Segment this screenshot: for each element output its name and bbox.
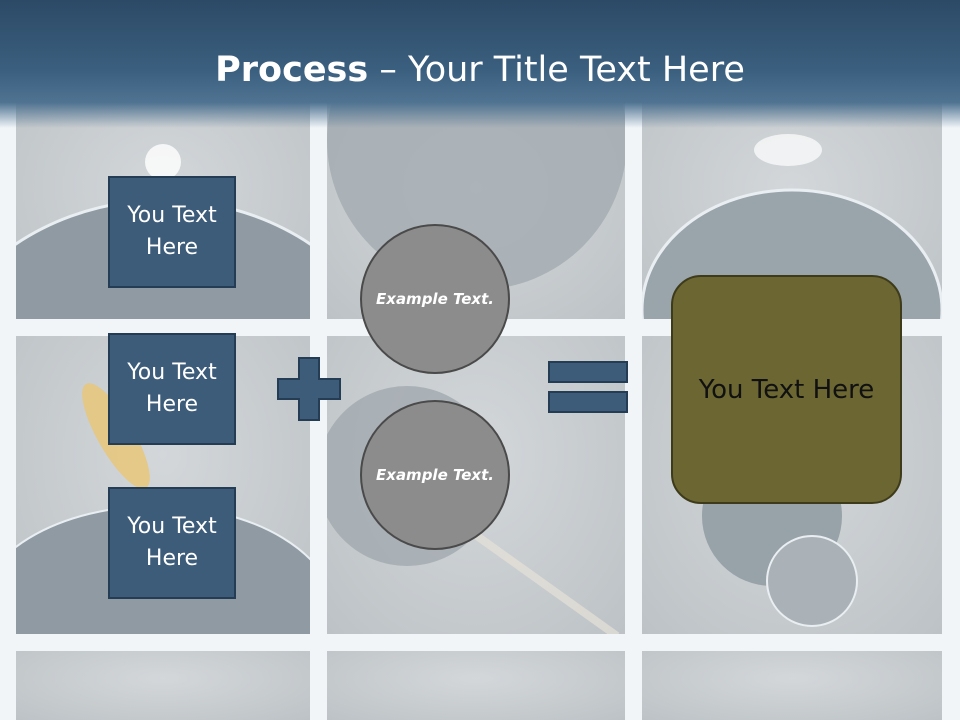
example-circle-2[interactable]: Example Text. xyxy=(360,400,510,550)
text-box-3[interactable]: You Text Here xyxy=(108,487,236,599)
plus-icon xyxy=(277,357,341,421)
bg-tile-bottom-right xyxy=(642,651,942,720)
bg-tile-bottom-left xyxy=(16,651,310,720)
bg-tile-bottom-middle xyxy=(327,651,625,720)
title-rest: – Your Title Text Here xyxy=(368,50,745,90)
example-circle-1[interactable]: Example Text. xyxy=(360,224,510,374)
equals-icon xyxy=(548,361,628,413)
title-bar xyxy=(0,0,960,128)
slide-title: Process – Your Title Text Here xyxy=(0,50,960,90)
result-box[interactable]: You Text Here xyxy=(671,275,902,504)
title-bold: Process xyxy=(215,50,369,90)
text-box-2[interactable]: You Text Here xyxy=(108,333,236,445)
text-box-1[interactable]: You Text Here xyxy=(108,176,236,288)
